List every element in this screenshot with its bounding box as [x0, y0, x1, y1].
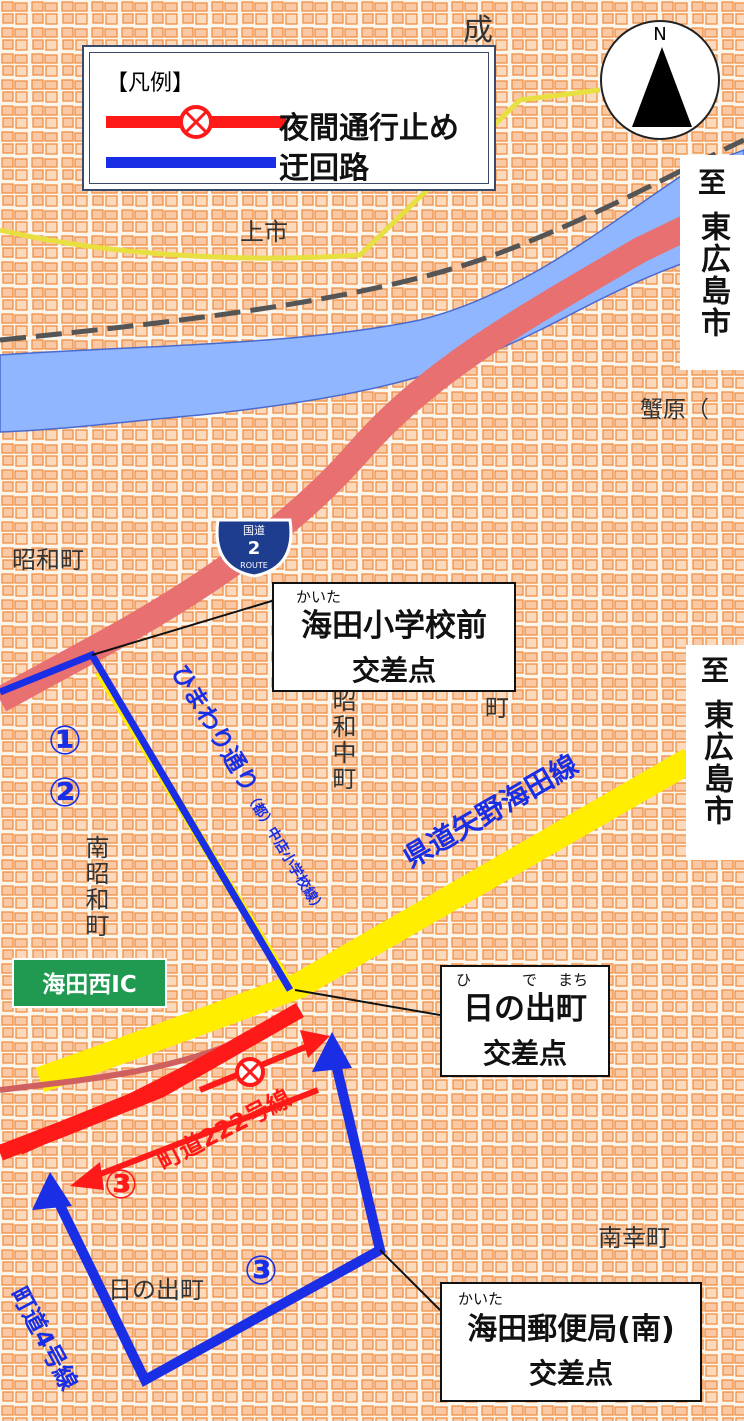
leader-hinode	[294, 989, 441, 1016]
north-arrow-icon	[632, 47, 692, 127]
ic-badge: 海田西IC	[12, 958, 167, 1008]
legend-detour-label: 迂回路	[279, 151, 369, 186]
callout-post-office-sub: 交差点	[528, 1357, 613, 1390]
to-city-1-prefix: 至	[697, 166, 726, 199]
detour-arrowhead-up-left	[32, 1172, 72, 1210]
closure-loop	[17, 1030, 253, 1155]
place-hinodecho: 日の出町	[108, 1276, 204, 1304]
closure-arrowhead-right	[300, 1030, 330, 1058]
north-compass: N	[600, 20, 720, 140]
callout-hinode-ruby-2: で	[522, 971, 538, 989]
compass-n-label: N	[653, 24, 667, 45]
curve-road	[0, 1042, 232, 1093]
route-shield-bottom: ROUTE	[240, 561, 268, 570]
marker-3-red: ③	[104, 1162, 138, 1208]
place-machi-fragment: 町	[485, 694, 509, 722]
to-city-2-name: 東広島市	[698, 699, 733, 827]
callout-hinode-sub: 交差点	[482, 1037, 567, 1070]
closure-arrow-222	[88, 1087, 320, 1181]
marker-1: ①	[48, 718, 82, 764]
to-city-2: 至 東広島市	[686, 645, 744, 860]
place-showacho: 昭和町	[12, 546, 84, 574]
no-entry-sign-map	[235, 1057, 265, 1087]
detour-arrowhead-up-right	[312, 1032, 352, 1072]
to-city-2-prefix: 至	[700, 654, 729, 687]
route-shield-top: 国道	[243, 523, 265, 537]
callout-post-office-ruby: かいた	[458, 1290, 504, 1308]
place-kamiichi: 上市	[240, 218, 288, 246]
leader-post	[379, 1249, 441, 1311]
place-minami-showa: 南昭和町	[81, 835, 109, 939]
place-kanihara: 蟹原（	[640, 397, 709, 423]
national-road-2	[0, 188, 744, 712]
route-shield-number: 2	[248, 538, 261, 559]
detour-route-3	[50, 1058, 386, 1387]
callout-post-office: かいた 海田郵便局(南) 交差点	[440, 1282, 702, 1402]
callout-kaita-elem-name: 海田小学校前	[301, 608, 487, 644]
river	[0, 149, 744, 433]
legend-detour-symbol	[106, 157, 276, 168]
callout-hinode-ruby-3: まち	[558, 971, 589, 989]
place-showa-naka: 昭和中町	[328, 688, 356, 792]
route-2-shield: 国道 2 ROUTE	[215, 518, 293, 578]
railway	[0, 137, 744, 343]
to-city-1-name: 東広島市	[695, 211, 730, 339]
to-city-1: 至 東広島市	[680, 155, 744, 370]
callout-kaita-elem: かいた 海田小学校前 交差点	[272, 582, 516, 692]
marker-2: ②	[48, 770, 82, 816]
place-minami-saiwai: 南幸町	[598, 1224, 670, 1252]
legend-closure-label: 夜間通行止め	[279, 111, 459, 146]
callout-kaita-elem-sub: 交差点	[351, 654, 436, 687]
closure-arrowhead-left	[70, 1162, 104, 1190]
legend: 【凡例】 夜間通行止め 迂回路	[82, 45, 496, 191]
leader-kaita	[91, 599, 276, 656]
legend-title: 【凡例】	[106, 71, 195, 96]
place-nari: 成	[463, 13, 493, 48]
callout-hinode: ひ で まち 日の出町 交差点	[440, 965, 610, 1077]
legend-closure-symbol	[106, 105, 286, 139]
callout-hinode-name: 日の出町	[463, 991, 587, 1027]
marker-3-blue: ③	[244, 1248, 278, 1294]
callout-hinode-ruby-1: ひ	[456, 971, 472, 989]
yellow-road-north	[0, 87, 601, 261]
callout-kaita-elem-ruby: かいた	[296, 588, 342, 606]
callout-post-office-name: 海田郵便局(南)	[467, 1312, 675, 1347]
